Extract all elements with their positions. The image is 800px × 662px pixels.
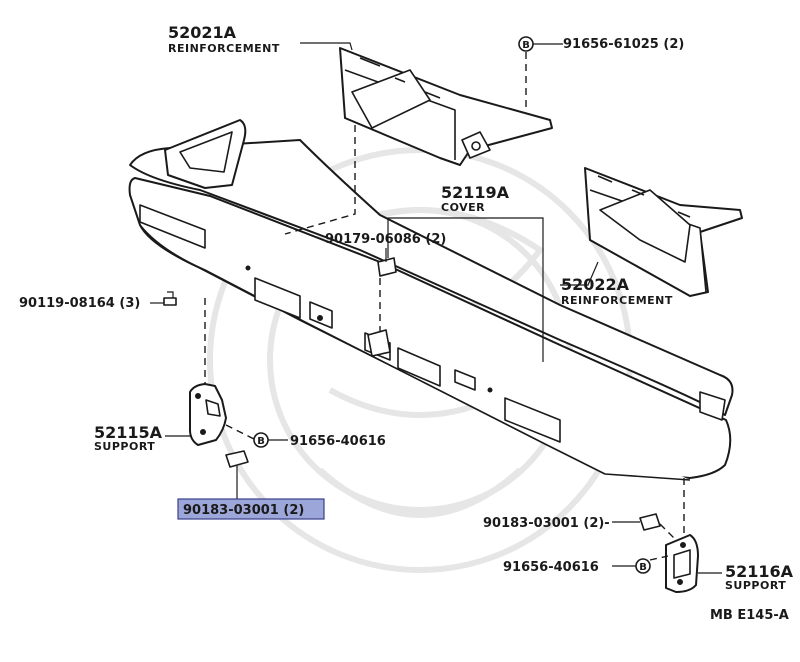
clip-cover-fastener[interactable] [367,257,397,357]
cover-name: COVER [441,201,485,214]
svg-text:B: B [257,436,265,447]
reinforcement-left-name: REINFORCEMENT [168,42,280,55]
support-right-name: SUPPORT [725,579,786,592]
screw-left-label[interactable]: 90119-08164 (3) [19,296,140,311]
bolt-marker-right[interactable]: B [635,558,651,574]
support-right-number[interactable]: 52116A [725,562,794,581]
leader-lines [150,42,722,574]
support-left-number[interactable]: 52115A [94,423,163,442]
bolt-right-support-label[interactable]: 91656-40616 [503,560,599,575]
screw-left-fastener[interactable] [163,291,177,306]
clip-cover-label[interactable]: 90179-06086 (2) [325,232,446,247]
assembly-dashed-lines [204,52,685,561]
bolt-marker-left[interactable]: B [253,432,269,448]
nut-right-fastener[interactable] [639,513,661,531]
support-left-drawing[interactable] [189,383,227,446]
cover-number[interactable]: 52119A [441,183,510,202]
svg-text:B: B [639,562,647,573]
reinforcement-left-drawing[interactable] [339,47,553,166]
svg-text:B: B [522,40,530,51]
nut-highlighted-fastener[interactable] [225,450,249,468]
highlighted-part-callout[interactable]: 90183-03001 (2) [177,498,325,520]
bolt-top-label[interactable]: 91656-61025 (2) [563,37,684,52]
support-left-name: SUPPORT [94,440,155,453]
bolt-left-support-label[interactable]: 91656-40616 [290,434,386,449]
bolt-marker-top[interactable]: B [518,36,534,52]
reinforcement-right-drawing[interactable] [584,167,743,297]
diagram-code: MB E145-A [710,608,789,623]
reinforcement-right-number[interactable]: 52022A [561,275,630,294]
nut-highlighted-label[interactable]: 90183-03001 (2) [183,503,304,518]
support-right-drawing[interactable] [665,534,699,593]
reinforcement-left-number[interactable]: 52021A [168,23,237,42]
nut-right-label[interactable]: 90183-03001 (2)- [483,516,610,531]
reinforcement-right-name: REINFORCEMENT [561,294,673,307]
bumper-cover-drawing[interactable] [128,119,734,481]
